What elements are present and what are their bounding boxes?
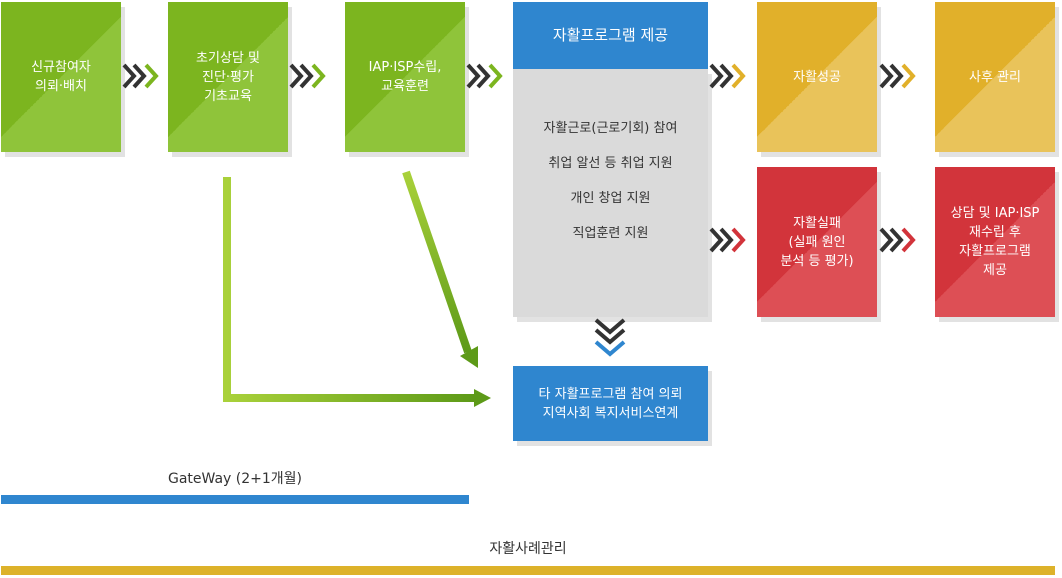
failure-label: 자활실패 (실패 원인 분석 등 평가) — [780, 215, 854, 269]
failure-box: 자활실패 (실패 원인 분석 등 평가) — [757, 167, 877, 317]
chevron-arrow-icon — [879, 63, 916, 89]
other-referral-label: 타 자활프로그램 참여 의뢰 지역사회 복지서비스연계 — [538, 386, 683, 421]
case-management-bar — [1, 566, 1055, 575]
replan-box: 상담 및 IAP·ISP 재수립 후 자활프로그램 제공 — [935, 167, 1055, 317]
success-box: 자활성공 — [757, 2, 877, 152]
program-item: 개인 창업 지원 — [570, 191, 651, 206]
other-referral-box: 타 자활프로그램 참여 의뢰 지역사회 복지서비스연계 — [513, 366, 708, 441]
iap-box: IAP·ISP수립, 교육훈련 — [345, 2, 465, 152]
program-item: 취업 알선 등 취업 지원 — [548, 156, 673, 171]
counsel-box: 초기상담 및 진단·평가 기초교육 — [168, 2, 288, 152]
chevron-down-icon — [594, 318, 626, 357]
aftercare-label: 사후 관리 — [969, 69, 1021, 85]
chevron-arrow-icon — [709, 227, 746, 253]
gateway-bar — [1, 495, 469, 504]
program-item: 직업훈련 지원 — [572, 226, 649, 241]
case-management-label: 자활사례관리 — [489, 541, 567, 557]
program-title-box: 자활프로그램 제공 — [513, 2, 708, 69]
chevron-arrow-icon — [122, 63, 159, 89]
program-item: 자활근로(근로기회) 참여 — [543, 121, 678, 136]
iap-label: IAP·ISP수립, 교육훈련 — [368, 60, 442, 94]
program-list-box: 자활근로(근로기회) 참여 취업 알선 등 취업 지원 개인 창업 지원 직업훈… — [513, 69, 708, 317]
chevron-arrow-icon — [289, 63, 326, 89]
chevron-arrow-icon — [879, 227, 916, 253]
chevron-arrow-icon — [466, 63, 503, 89]
referral-label: 신규참여자 의뢰·배치 — [31, 60, 91, 94]
counsel-label: 초기상담 및 진단·평가 기초교육 — [196, 50, 260, 104]
gateway-label: GateWay (2+1개월) — [167, 471, 303, 487]
aftercare-box: 사후 관리 — [935, 2, 1055, 152]
program-title: 자활프로그램 제공 — [552, 26, 669, 44]
success-label: 자활성공 — [793, 69, 841, 85]
replan-label: 상담 및 IAP·ISP 재수립 후 자활프로그램 제공 — [950, 206, 1040, 278]
referral-box: 신규참여자 의뢰·배치 — [1, 2, 121, 152]
chevron-arrow-icon — [709, 63, 746, 89]
